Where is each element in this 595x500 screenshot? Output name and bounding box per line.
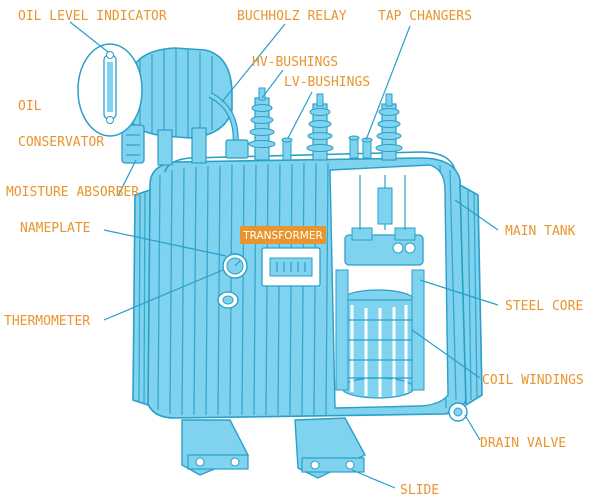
hv-bushing-drawing <box>248 87 276 161</box>
conservator-drawing <box>127 47 239 166</box>
coil-windings-drawing <box>335 269 425 399</box>
leader-lines <box>69 21 499 489</box>
label-main-tank: MAIN TANK <box>505 224 576 239</box>
labels: OIL LEVEL INDICATOR BUCHHOLZ RELAY TAP C… <box>4 9 584 498</box>
transformer-plate-text: TRANSFORMER <box>242 230 323 242</box>
hv-bushing-drawing-3 <box>375 93 403 161</box>
radiator-fins-right <box>459 183 483 407</box>
moisture-absorber-drawing <box>121 124 145 164</box>
hv-bushing-drawing-2 <box>306 93 334 161</box>
steel-core-drawing <box>344 175 424 266</box>
label-conservator: CONSERVATOR <box>18 135 104 150</box>
label-oil-level-indicator: OIL LEVEL INDICATOR <box>18 9 167 24</box>
thermometer-drawing <box>217 253 248 309</box>
radiator-fins-left <box>132 188 151 407</box>
label-nameplate: NAMEPLATE <box>20 221 90 236</box>
label-tap-changers: TAP CHANGERS <box>378 9 472 24</box>
label-moisture-absorber: MOISTURE ABSORBER <box>6 185 139 200</box>
label-coil-windings: COIL WINDINGS <box>482 373 584 388</box>
buchholz-relay-drawing <box>225 139 249 159</box>
slide-drawing <box>181 417 366 479</box>
label-buchholz-relay: BUCHHOLZ RELAY <box>237 9 347 24</box>
label-slide: SLIDE <box>400 483 439 498</box>
label-steel-core: STEEL CORE <box>505 299 583 314</box>
label-hv-bushings: HV-BUSHINGS <box>252 55 338 70</box>
label-oil: OIL <box>18 99 42 114</box>
transformer-plate <box>240 226 326 244</box>
label-lv-bushings: LV-BUSHINGS <box>284 75 370 90</box>
label-thermometer: THERMOMETER <box>4 314 90 329</box>
cutaway-internals <box>329 164 449 409</box>
oil-level-indicator-drawing <box>77 43 143 137</box>
drain-valve-drawing <box>448 402 468 422</box>
nameplate-drawing: TRANSFORMER <box>240 226 326 287</box>
label-drain-valve: DRAIN VALVE <box>480 436 566 451</box>
